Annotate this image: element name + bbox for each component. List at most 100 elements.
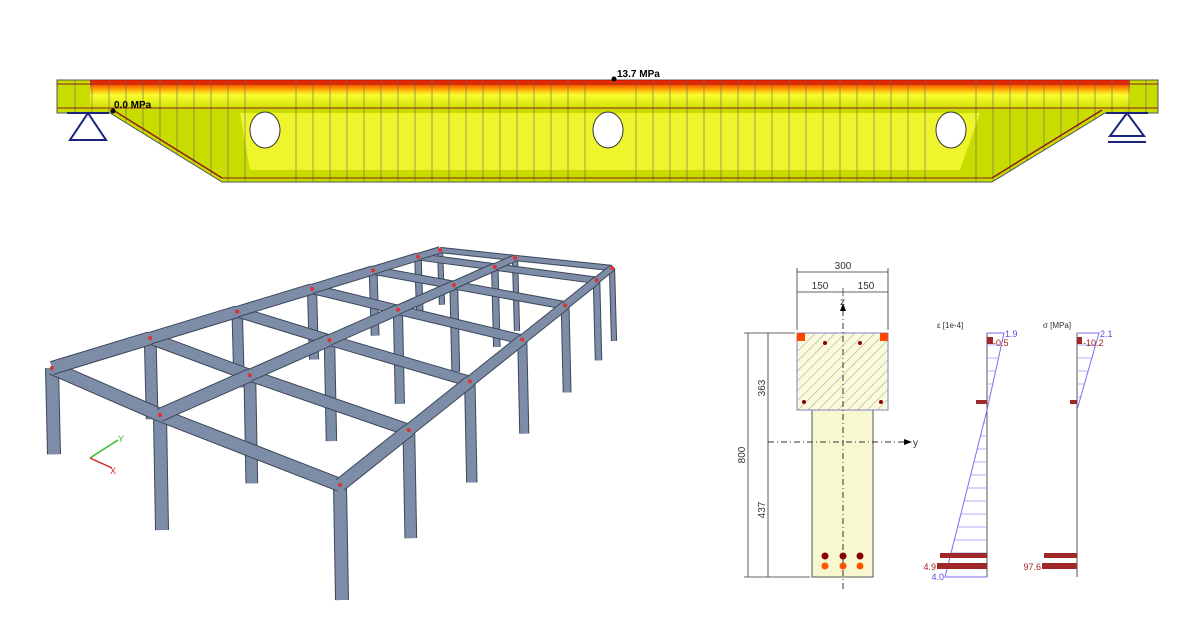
girder-face: [336, 425, 413, 490]
beam-face: [328, 335, 472, 386]
strain-title: ε [1e-4]: [937, 321, 963, 330]
beam-face: [514, 255, 613, 271]
rebar-dots: [802, 341, 883, 560]
frame-node: [395, 307, 400, 312]
girder-face: [148, 306, 239, 344]
beam-face: [439, 247, 516, 261]
dim-height-top: 363: [757, 379, 768, 396]
strain-diagram: ε [1e-4] 1.9 -0.5 4.9 4.0: [923, 321, 1017, 582]
girder-face: [594, 265, 614, 283]
stress-diagram: σ [MPa] 2.1 -10.2 97.6: [1023, 321, 1113, 577]
column-face: [518, 339, 529, 434]
frame-node: [406, 428, 411, 433]
beam-face: [248, 370, 411, 436]
girder-face: [405, 377, 474, 435]
web-opening: [592, 111, 624, 149]
column-face: [465, 381, 477, 483]
frame-node: [492, 264, 497, 269]
girder-face: [327, 305, 400, 345]
frame-node: [438, 248, 442, 252]
roller-support-icon: [1106, 111, 1148, 143]
girder-face: [519, 302, 568, 343]
axis-z-label: z: [840, 297, 845, 308]
frame-node: [520, 337, 525, 342]
girder-face: [247, 335, 332, 381]
beam-stiffeners: [74, 80, 1147, 182]
frame-node: [415, 254, 420, 259]
strain-bottom-rebar-value: 4.9: [923, 562, 936, 572]
stress-top-rebar-value: -10.2: [1083, 338, 1104, 348]
column-face: [415, 256, 423, 317]
column-face: [561, 305, 571, 393]
girder-face: [50, 332, 152, 374]
beam-top-stress-band: [90, 80, 1130, 110]
web-opening: [249, 111, 281, 149]
girder-face: [396, 281, 456, 314]
girder-face: [452, 263, 497, 289]
local-axes-icon: Y X: [89, 434, 124, 476]
frame-node: [610, 266, 614, 270]
beam-face: [311, 284, 399, 314]
girder-face: [466, 335, 526, 386]
local-axis-x-label: X: [110, 466, 116, 476]
cross-section: z y 300 150 150 800 363 437: [737, 261, 918, 590]
dim-height-bottom: 437: [757, 501, 768, 518]
beam-face: [148, 333, 252, 381]
dim-width-total: 300: [835, 261, 852, 272]
column-face: [609, 267, 617, 342]
column-face: [334, 484, 348, 601]
frame-node: [158, 413, 162, 417]
beam-face: [49, 362, 163, 421]
frame-node: [371, 268, 376, 273]
min-stress-label: 0.0 MPa: [114, 100, 152, 111]
frame-node: [235, 309, 240, 314]
axis-y-label: y: [913, 438, 918, 449]
frame-node: [338, 483, 342, 487]
stress-title: σ [MPa]: [1043, 321, 1071, 330]
dim-width-left: 150: [812, 281, 829, 292]
column-face: [154, 414, 168, 531]
dim-height-total: 800: [737, 446, 748, 463]
frame-node: [594, 278, 599, 283]
local-axis-y-label: Y: [118, 434, 124, 444]
dim-width-right: 150: [858, 281, 875, 292]
pinned-support-icon: [67, 111, 109, 141]
frame-node: [247, 373, 252, 378]
girder-face: [562, 277, 599, 309]
frame-node: [563, 303, 568, 308]
frame-node: [327, 338, 332, 343]
column-face: [244, 375, 258, 484]
column-face: [403, 429, 417, 539]
beam-face: [235, 307, 331, 345]
strain-bottom-value: 4.0: [931, 572, 944, 582]
beam-face: [396, 305, 524, 344]
frame-node: [50, 366, 54, 370]
girder-face: [417, 247, 441, 260]
column-face: [324, 339, 337, 442]
column-face: [593, 280, 602, 361]
beam-face: [417, 253, 496, 270]
beam-face: [157, 409, 343, 491]
girder-face: [372, 253, 419, 274]
frame-node: [310, 286, 315, 291]
stress-bottom-rebar-value: 97.6: [1023, 562, 1041, 572]
column-face: [46, 367, 60, 455]
girder-face: [310, 266, 375, 293]
beam-face: [372, 267, 455, 289]
beam-face: [453, 281, 566, 309]
girder-face: [157, 369, 253, 421]
beam-stress-plot: 13.7 MPa 0.0 MPa: [56, 69, 1159, 183]
stress-top-value: 2.1: [1100, 329, 1113, 339]
frame-node: [513, 256, 517, 260]
beam-face: [494, 264, 597, 284]
frame-node: [148, 336, 153, 341]
girder-face: [235, 284, 314, 317]
max-stress-label: 13.7 MPa: [617, 69, 660, 80]
strain-top-rebar-value: -0.5: [993, 338, 1009, 348]
web-opening: [935, 111, 967, 149]
frame-node: [451, 283, 456, 288]
dimension-lines: [744, 268, 889, 578]
girder-face: [493, 255, 517, 270]
frame-3d-model: [45, 246, 618, 601]
